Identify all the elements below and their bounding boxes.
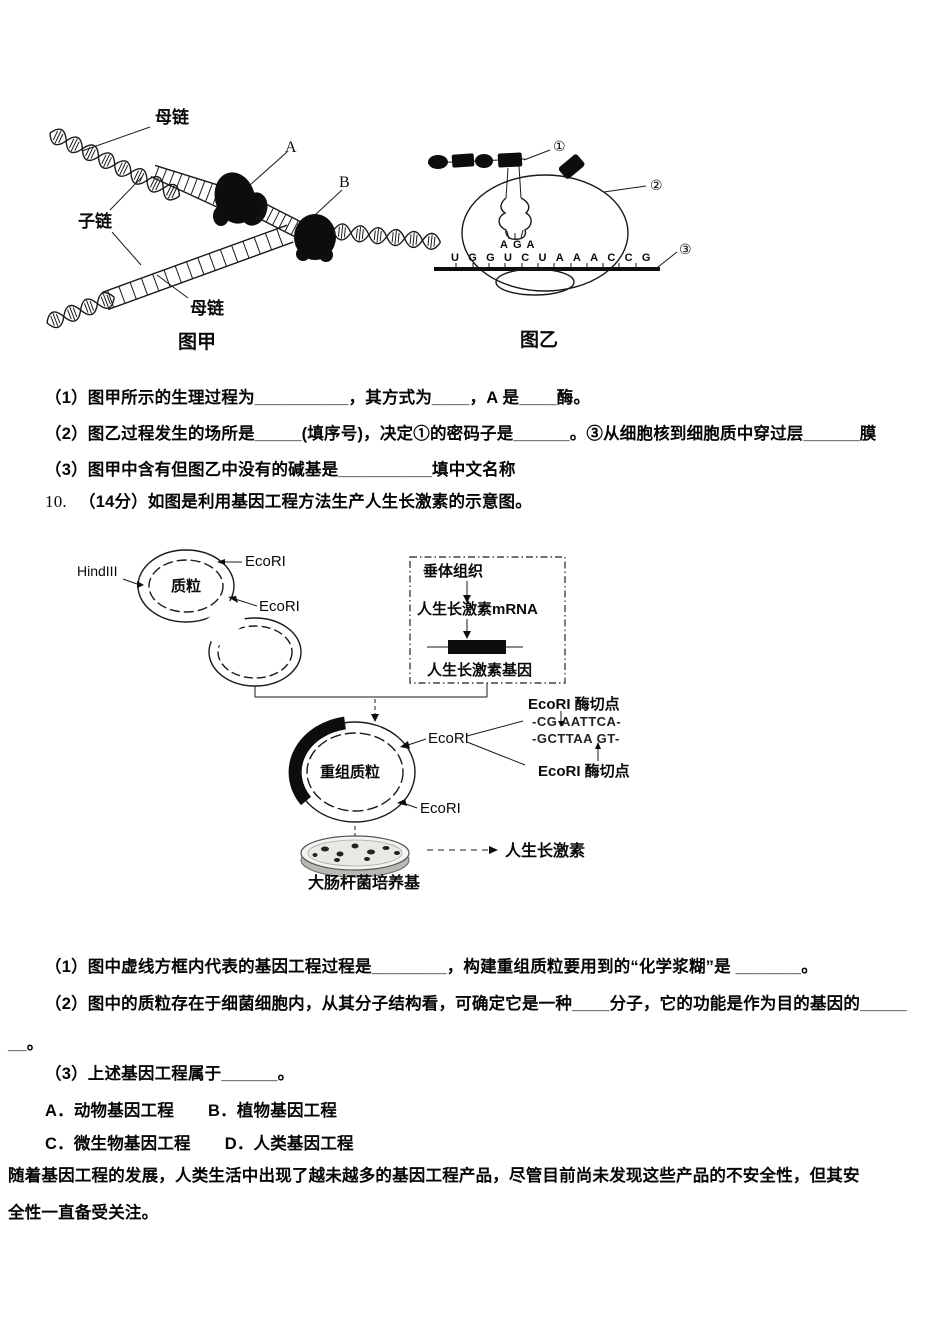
leader-a: [249, 151, 288, 186]
options-row-cd: C．微生物基因工程 D．人类基因工程: [45, 1130, 388, 1154]
ecori-recomb-top-pointer: [407, 738, 427, 746]
question-10-item-3: （3）上述基因工程属于______。: [45, 1065, 295, 1083]
inserted-gene-arc: [288, 716, 347, 806]
question-10-item-2: （2）图中的质粒存在于细菌细胞内，从其分子结构看，可确定它是一种____分子，它…: [45, 995, 907, 1013]
caption-figure-yi: 图乙: [520, 329, 558, 351]
label-circle-3: ③: [679, 241, 692, 257]
label-ecori-plasmid-right: EcoRI: [259, 598, 300, 615]
question-9-item-1: （1）图甲所示的生理过程为__________，其方式为____，A 是____…: [45, 389, 591, 407]
label-hgh-mrna: 人生长激素mRNA: [417, 600, 538, 618]
closing-paragraph-line-1: 随着基因工程的发展，人类生活中出现了越未越多的基因工程产品，尽管目前尚未发现这些…: [8, 1167, 860, 1185]
question-10-header: 10. （14分）如图是利用基因工程方法生产人生长激素的示意图。: [45, 488, 532, 512]
sequence-top-strand: -CG AATTCA-: [532, 714, 621, 729]
label-ecoli-medium: 大肠杆菌培养基: [308, 873, 421, 892]
dna-ladder: [101, 224, 294, 311]
recombinant-plasmid-ring: [288, 716, 416, 823]
option-d: D．人类基因工程: [224, 1135, 354, 1153]
cut-up-arrowhead-icon: [595, 742, 601, 749]
label-pituitary-tissue: 垂体组织: [423, 562, 483, 580]
free-amino-acid: [558, 154, 585, 179]
label-enzyme-a: A: [285, 139, 297, 156]
question-9-item-3: （3）图甲中含有但图乙中没有的碱基是__________填中文名称: [45, 461, 516, 479]
label-plasmid: 质粒: [171, 577, 201, 595]
label-hgh-gene: 人生长激素基因: [427, 661, 532, 679]
label-ecori-site-bottom: EcoRI 酶切点: [538, 762, 630, 780]
caption-figure-jia: 图甲: [178, 331, 216, 353]
label-ecori-recomb-top: EcoRI: [428, 730, 469, 747]
question-10-item-1: （1）图中虚线方框内代表的基因工程过程是________，构建重组质粒要用到的“…: [45, 958, 818, 976]
label-circle-1: ①: [553, 138, 566, 154]
ecori-recomb-bottom-arrowhead-icon: [397, 799, 407, 806]
ecori-right-pointer: [234, 598, 258, 607]
converge-bracket: [254, 683, 488, 698]
leader-3: [657, 251, 678, 268]
ribosome-outline: [461, 174, 629, 292]
petri-dish: [300, 835, 410, 878]
option-c: C．微生物基因工程: [45, 1135, 191, 1153]
label-circle-2: ②: [650, 177, 663, 193]
label-recombinant-plasmid: 重组质粒: [320, 763, 380, 781]
dna-helix-top-left: [49, 128, 181, 201]
ribosome-small-subunit: [495, 268, 575, 296]
leader-2: [603, 185, 647, 193]
polypeptide-chain: [427, 152, 526, 169]
ecori-right-arrowhead-icon: [228, 596, 238, 603]
label-hgh-product: 人生长激素: [505, 841, 585, 860]
leader-daughter: [109, 176, 143, 266]
hindiii-arrowhead-icon: [137, 581, 144, 588]
leader-b: [314, 189, 343, 216]
label-mother-strand-bottom: 母链: [190, 298, 225, 318]
leader-mother-top: [81, 126, 151, 152]
label-daughter-strand: 子链: [78, 211, 113, 231]
figure-jia-dna-replication: 母链 子链 A B 母链 图甲: [46, 107, 442, 353]
question-10-number: 10.: [45, 492, 67, 511]
site-branch-lines: [466, 720, 526, 766]
hindiii-pointer: [122, 578, 138, 585]
dna-helix-right: [332, 223, 442, 250]
mrna-sequence: UGGUCUAAACCG: [451, 252, 660, 264]
codon-ticks: [455, 263, 637, 269]
question-9-item-2: （2）图乙过程发生的场所是_____(填序号)，决定①的密码子是______。③…: [45, 425, 877, 443]
ecori-top-arrowhead-icon: [217, 559, 225, 565]
enzyme-a-blob: [213, 172, 268, 226]
sequence-bottom-strand: -GCTTAA GT-: [532, 731, 620, 746]
cut-down-arrowhead-icon: [558, 721, 564, 727]
product-arrowhead-icon: [489, 846, 498, 854]
closing-paragraph-line-2: 全性一直备受关注。: [8, 1204, 159, 1222]
question-10-item-2-cont: __。: [8, 1035, 44, 1053]
label-hindiii: HindIII: [77, 563, 117, 579]
bacteria-colonies: [312, 843, 400, 862]
dna-band-a-b: [256, 202, 305, 239]
label-enzyme-b: B: [339, 174, 350, 191]
ligate-arrowhead-icon: [371, 714, 379, 722]
leader-1: [523, 149, 551, 161]
options-row-ab: A．动物基因工程 B．植物基因工程: [45, 1097, 371, 1121]
figure-yi-translation: AGA UGGUCUAAACCG ① ② ③ 图乙: [427, 138, 692, 351]
option-b: B．植物基因工程: [208, 1102, 338, 1120]
ecori-recomb-top-arrowhead-icon: [400, 741, 410, 749]
enzyme-b-blob: [294, 214, 336, 262]
label-ecori-site-top: EcoRI 酶切点: [528, 695, 620, 713]
box-arrow-1-head-icon: [463, 595, 471, 603]
figure-gene-engineering: 质粒 HindIII EcoRI EcoRI 垂体组织 人生长激素mRNA 人生…: [77, 549, 630, 892]
trna: [498, 165, 532, 240]
box-arrow-2-head-icon: [463, 631, 471, 639]
dna-helix-bottom-left: [46, 291, 115, 329]
anticodon-text: AGA: [500, 239, 539, 251]
hgh-gene-bar: [448, 640, 506, 654]
label-ecori-plasmid-top: EcoRI: [245, 553, 286, 570]
question-10-title: （14分）如图是利用基因工程方法生产人生长激素的示意图。: [79, 493, 532, 511]
option-a: A．动物基因工程: [45, 1102, 175, 1120]
cut-plasmid-ring: [198, 600, 302, 687]
label-ecori-recomb-bottom: EcoRI: [420, 800, 461, 817]
leader-mother-bottom: [156, 274, 189, 299]
label-mother-strand-top: 母链: [155, 107, 190, 127]
